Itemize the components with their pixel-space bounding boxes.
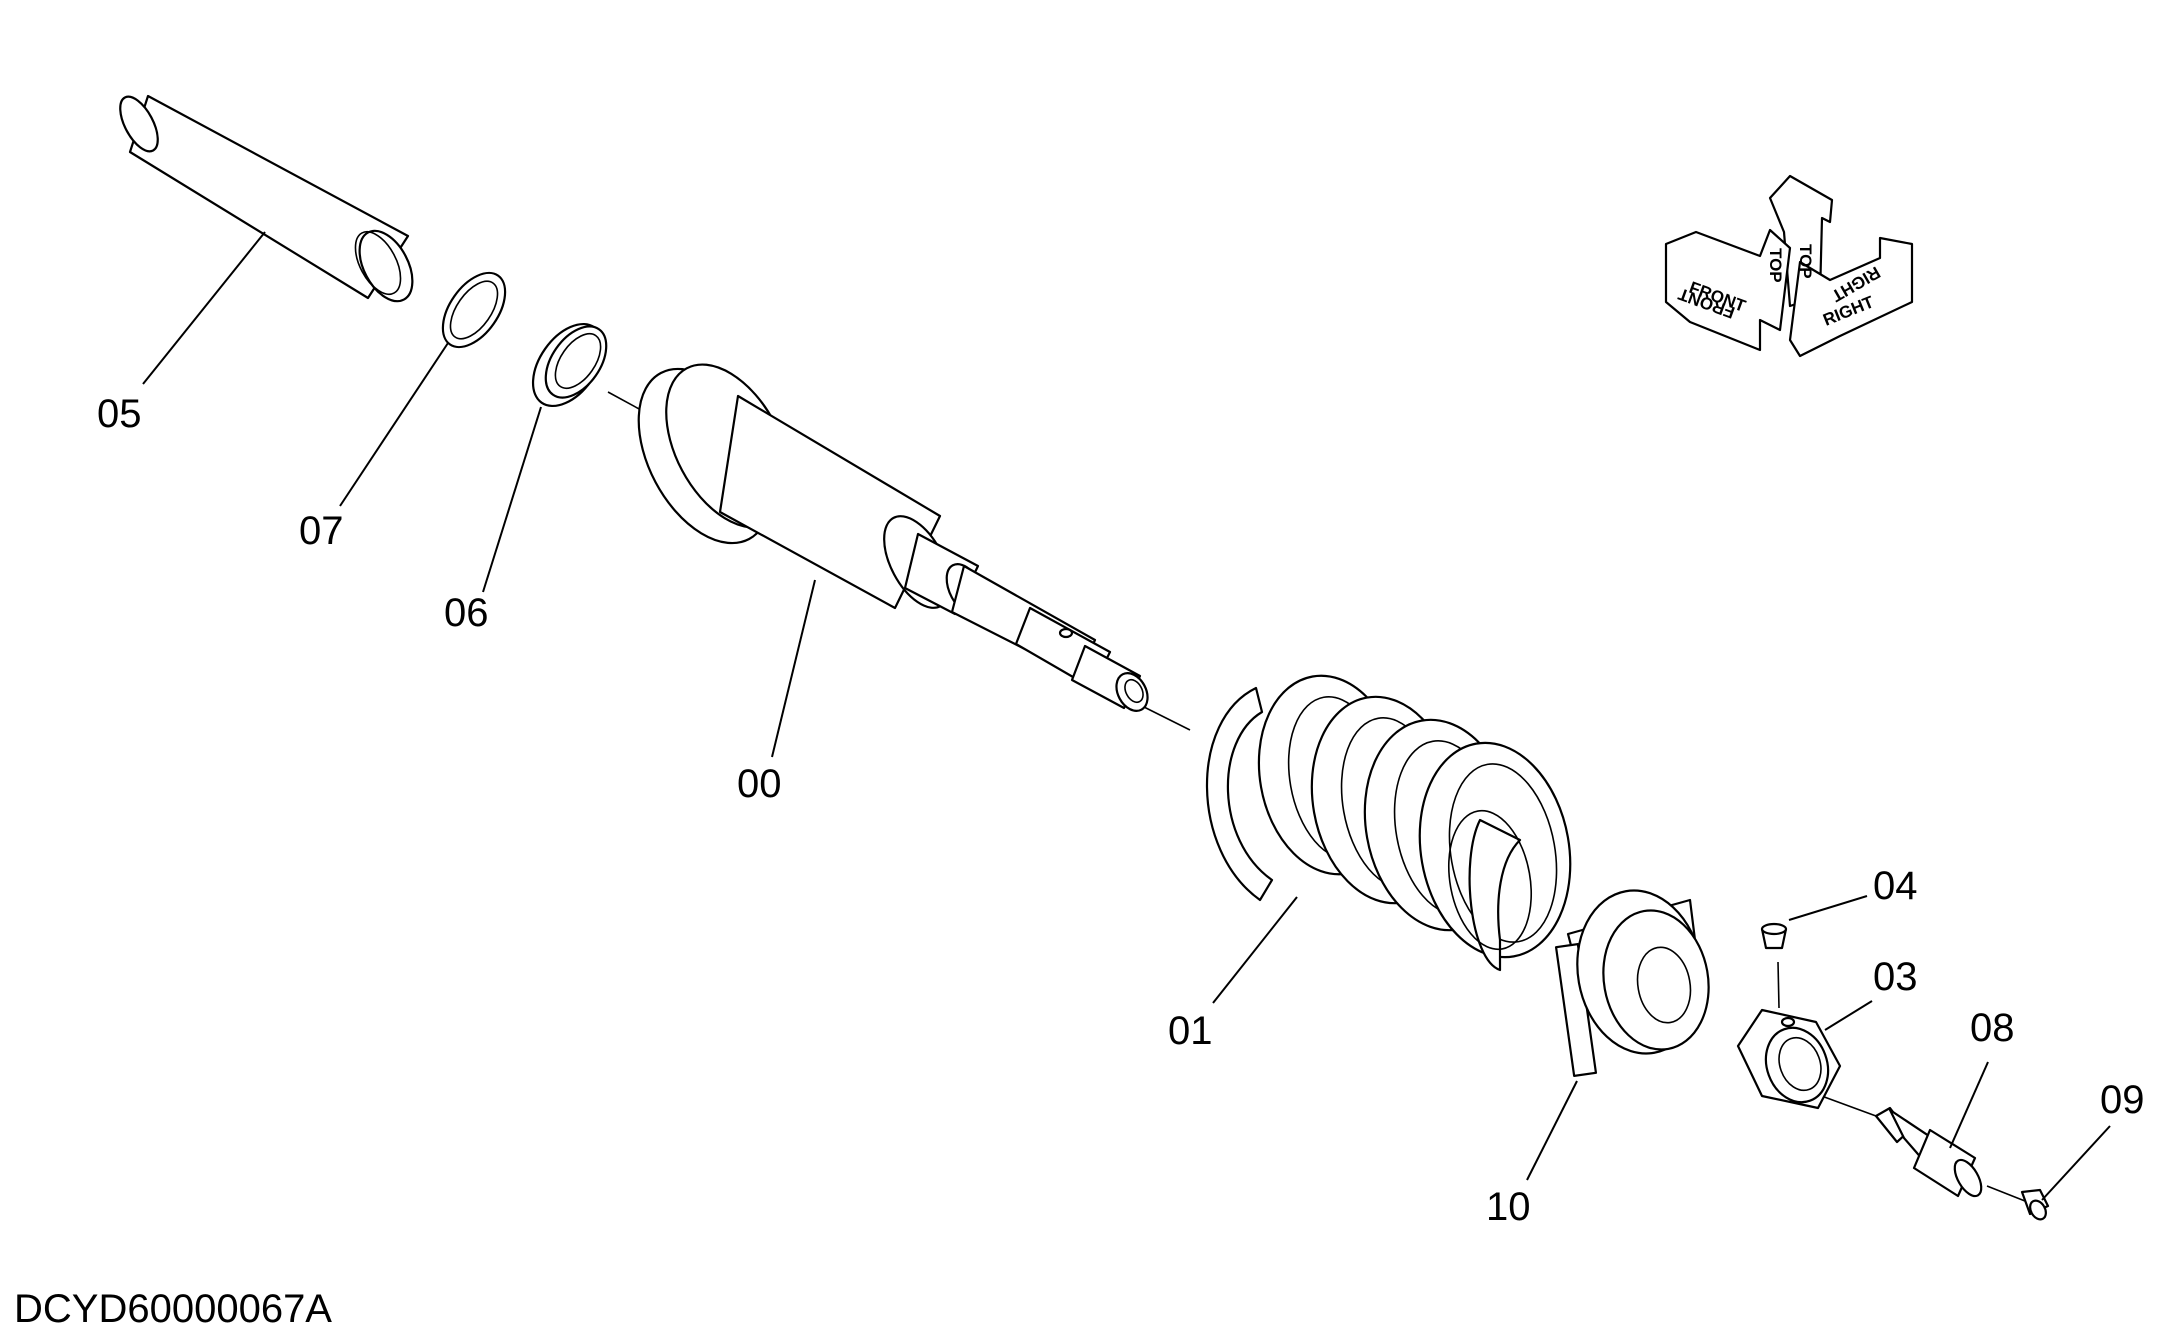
- leader-03: [1824, 1000, 1873, 1031]
- part-04-plug[interactable]: [1760, 922, 1788, 950]
- leader-00: [771, 579, 816, 758]
- label-00: 00: [737, 762, 782, 806]
- leader-06: [482, 406, 542, 593]
- leader-07: [339, 342, 449, 507]
- leader-01: [1212, 896, 1298, 1004]
- label-01: 01: [1168, 1009, 1213, 1053]
- label-06: 06: [444, 591, 489, 635]
- leader-04: [1788, 895, 1868, 921]
- right-arrow-icon: [1788, 236, 1914, 358]
- part-07-ring[interactable]: [430, 262, 517, 358]
- label-05: 05: [97, 392, 142, 436]
- leader-10: [1526, 1080, 1578, 1181]
- axis-line-4: [1986, 1185, 2031, 1204]
- drawing-code: DCYD60000067A: [14, 1287, 332, 1331]
- leader-05: [142, 231, 266, 385]
- part-00-rod[interactable]: [611, 344, 1153, 716]
- part-01-spring[interactable]: [1205, 664, 1587, 972]
- axis-line-2: [1143, 706, 1191, 731]
- label-top-2: TOP: [1796, 244, 1815, 279]
- label-07: 07: [299, 509, 344, 553]
- leader-08: [1949, 1061, 1989, 1149]
- label-03: 03: [1873, 955, 1918, 999]
- part-03-nut[interactable]: [1736, 1008, 1842, 1111]
- label-08: 08: [1970, 1006, 2015, 1050]
- part-08-valve[interactable]: [1874, 1106, 1987, 1200]
- axis-line-04: [1777, 961, 1780, 1009]
- orientation-indicator: FRONT FRONT TOP TOP RIGHT RIGHT: [1664, 174, 1914, 358]
- label-04: 04: [1873, 864, 1918, 908]
- label-top-1: TOP: [1766, 248, 1785, 283]
- part-05-pin[interactable]: [113, 91, 424, 310]
- front-arrow-icon: [1664, 228, 1792, 352]
- part-09-nipple[interactable]: [2020, 1188, 2050, 1222]
- label-10: 10: [1486, 1185, 1531, 1229]
- leader-09: [2041, 1125, 2111, 1201]
- label-09: 09: [2100, 1078, 2145, 1122]
- part-10-bracket[interactable]: [1554, 880, 1719, 1077]
- part-06-seal[interactable]: [519, 311, 619, 418]
